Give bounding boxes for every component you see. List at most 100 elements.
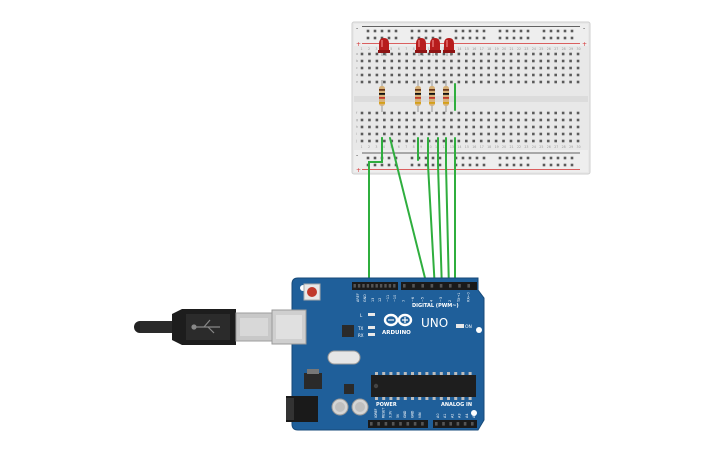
breadboard-hole[interactable]: [427, 59, 431, 63]
breadboard-hole[interactable]: [494, 80, 498, 84]
breadboard-hole[interactable]: [509, 125, 513, 129]
breadboard-hole[interactable]: [442, 125, 446, 129]
breadboard-hole[interactable]: [442, 66, 446, 70]
breadboard-hole[interactable]: [420, 80, 423, 84]
rail-hole[interactable]: [563, 163, 567, 167]
header-pin-socket[interactable]: [366, 284, 370, 288]
breadboard-hole[interactable]: [517, 80, 520, 84]
breadboard-hole[interactable]: [561, 132, 565, 136]
header-pin-socket[interactable]: [393, 284, 396, 288]
breadboard-hole[interactable]: [472, 118, 476, 122]
breadboard-hole[interactable]: [569, 132, 572, 136]
breadboard-hole[interactable]: [561, 125, 565, 129]
breadboard-hole[interactable]: [539, 80, 543, 84]
breadboard-hole[interactable]: [412, 73, 416, 77]
breadboard-hole[interactable]: [546, 52, 550, 56]
header-pin-socket[interactable]: [421, 284, 424, 288]
rail-hole[interactable]: [431, 156, 435, 160]
wire-pin-6[interactable]: [427, 137, 436, 291]
breadboard-hole[interactable]: [539, 52, 543, 56]
breadboard-hole[interactable]: [509, 80, 513, 84]
rail-hole[interactable]: [570, 36, 574, 40]
rail-hole[interactable]: [542, 156, 546, 160]
breadboard-hole[interactable]: [524, 139, 528, 143]
rail-hole[interactable]: [475, 156, 479, 160]
breadboard-hole[interactable]: [524, 66, 528, 70]
breadboard-hole[interactable]: [450, 132, 453, 136]
breadboard-hole[interactable]: [465, 59, 468, 63]
header-pin-socket[interactable]: [458, 284, 461, 288]
header-pin-socket[interactable]: [362, 284, 365, 288]
breadboard-hole[interactable]: [360, 66, 364, 70]
breadboard-hole[interactable]: [479, 66, 483, 70]
usb-cable[interactable]: [134, 309, 273, 345]
breadboard-hole[interactable]: [435, 73, 438, 77]
header-pin-socket[interactable]: [375, 284, 378, 288]
breadboard-hole[interactable]: [524, 125, 528, 129]
breadboard-hole[interactable]: [487, 52, 490, 56]
header-pin-socket[interactable]: [377, 422, 380, 426]
breadboard-hole[interactable]: [532, 52, 535, 56]
rail-hole[interactable]: [373, 36, 377, 40]
breadboard-hole[interactable]: [465, 111, 468, 115]
breadboard-hole[interactable]: [383, 132, 386, 136]
breadboard-hole[interactable]: [368, 59, 371, 63]
breadboard-hole[interactable]: [405, 139, 408, 143]
breadboard-hole[interactable]: [524, 59, 528, 63]
breadboard-hole[interactable]: [479, 111, 483, 115]
header-pin-socket[interactable]: [463, 422, 467, 426]
rail-hole[interactable]: [454, 36, 458, 40]
breadboard-hole[interactable]: [554, 59, 557, 63]
rail-hole[interactable]: [526, 36, 530, 40]
breadboard-hole[interactable]: [524, 132, 528, 136]
rail-hole[interactable]: [519, 36, 523, 40]
header-pin-socket[interactable]: [471, 422, 474, 426]
breadboard-hole[interactable]: [479, 139, 483, 143]
breadboard-hole[interactable]: [390, 118, 394, 122]
breadboard-hole[interactable]: [412, 66, 416, 70]
breadboard-hole[interactable]: [479, 132, 483, 136]
breadboard-hole[interactable]: [420, 132, 423, 136]
breadboard-hole[interactable]: [442, 59, 446, 63]
rail-hole[interactable]: [387, 36, 391, 40]
rail-hole[interactable]: [498, 156, 502, 160]
breadboard-hole[interactable]: [360, 59, 364, 63]
rail-hole[interactable]: [468, 29, 472, 33]
breadboard-hole[interactable]: [405, 59, 408, 63]
rail-hole[interactable]: [387, 156, 391, 160]
rail-hole[interactable]: [542, 36, 546, 40]
breadboard-hole[interactable]: [546, 111, 550, 115]
breadboard-hole[interactable]: [576, 73, 580, 77]
rail-hole[interactable]: [366, 29, 370, 33]
breadboard-hole[interactable]: [561, 139, 565, 143]
breadboard-hole[interactable]: [569, 125, 572, 129]
header-pin-socket[interactable]: [399, 422, 402, 426]
breadboard-hole[interactable]: [479, 118, 483, 122]
breadboard-hole[interactable]: [368, 125, 371, 129]
breadboard-hole[interactable]: [509, 59, 513, 63]
breadboard-hole[interactable]: [405, 73, 408, 77]
breadboard-hole[interactable]: [435, 118, 438, 122]
rail-hole[interactable]: [512, 29, 516, 33]
breadboard-hole[interactable]: [465, 73, 468, 77]
header-pin-socket[interactable]: [353, 284, 356, 288]
header-pin-socket[interactable]: [371, 284, 374, 288]
breadboard-hole[interactable]: [494, 111, 498, 115]
breadboard-hole[interactable]: [360, 80, 364, 84]
breadboard-hole[interactable]: [442, 111, 446, 115]
breadboard-hole[interactable]: [368, 118, 371, 122]
breadboard-hole[interactable]: [450, 52, 453, 56]
rail-hole[interactable]: [380, 36, 384, 40]
reset-button[interactable]: [307, 287, 317, 297]
breadboard-hole[interactable]: [383, 118, 386, 122]
breadboard-hole[interactable]: [427, 118, 431, 122]
rail-hole[interactable]: [387, 29, 391, 33]
breadboard-hole[interactable]: [420, 111, 423, 115]
rail-hole[interactable]: [410, 36, 414, 40]
breadboard-hole[interactable]: [420, 66, 423, 70]
breadboard-hole[interactable]: [539, 118, 543, 122]
breadboard-hole[interactable]: [502, 80, 505, 84]
power-pin-header[interactable]: [368, 420, 428, 428]
resistor[interactable]: [443, 80, 449, 112]
rail-hole[interactable]: [505, 156, 509, 160]
